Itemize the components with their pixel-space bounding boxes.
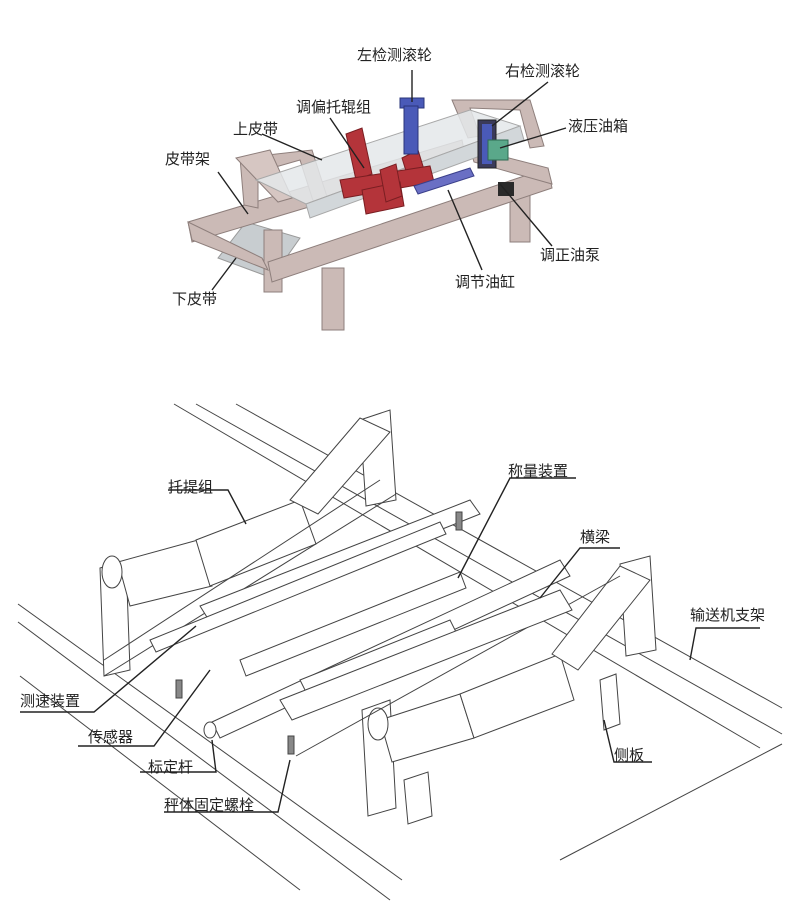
label-lower-belt: 下皮带	[172, 290, 218, 308]
label-speed-device: 测速装置	[20, 692, 81, 710]
label-correction-pump: 调正油泵	[540, 246, 601, 264]
left-idler-set	[99, 409, 397, 677]
label-right-roller: 右检测滚轮	[505, 62, 581, 80]
top-diagram	[187, 70, 567, 331]
label-upper-belt: 上皮带	[233, 120, 279, 138]
conveyor-frame-rails	[17, 403, 783, 901]
label-crossbeam: 横梁	[580, 528, 611, 546]
label-side-plate: 侧板	[614, 746, 645, 764]
label-sensor: 传感器	[88, 728, 134, 746]
label-conveyor-frame: 输送机支架	[690, 606, 766, 624]
label-left-roller: 左检测滚轮	[357, 46, 433, 64]
label-weighing-device: 称量装置	[508, 462, 569, 480]
bottom-leader-lines	[20, 477, 760, 813]
label-idler-group: 托提组	[168, 478, 214, 496]
label-belt-frame: 皮带架	[165, 150, 211, 168]
right-idler-set	[295, 555, 657, 817]
label-adjust-cylinder: 调节油缸	[455, 273, 516, 291]
label-adjust-idler: 调偏托辊组	[296, 98, 372, 116]
top-leader-lines	[211, 70, 567, 291]
label-hydraulic-tank: 液压油箱	[568, 117, 629, 135]
left-detection-roller	[399, 97, 425, 155]
label-scale-bolt: 秤体固定螺栓	[164, 796, 255, 814]
hydraulic-tank	[487, 139, 509, 161]
label-calibration-rod: 标定杆	[148, 758, 194, 776]
scale-bolts	[175, 511, 463, 755]
adjust-idler-group	[339, 127, 435, 215]
crossbeam	[279, 589, 573, 721]
side-plate	[599, 673, 621, 731]
adjust-cylinder	[413, 167, 475, 195]
